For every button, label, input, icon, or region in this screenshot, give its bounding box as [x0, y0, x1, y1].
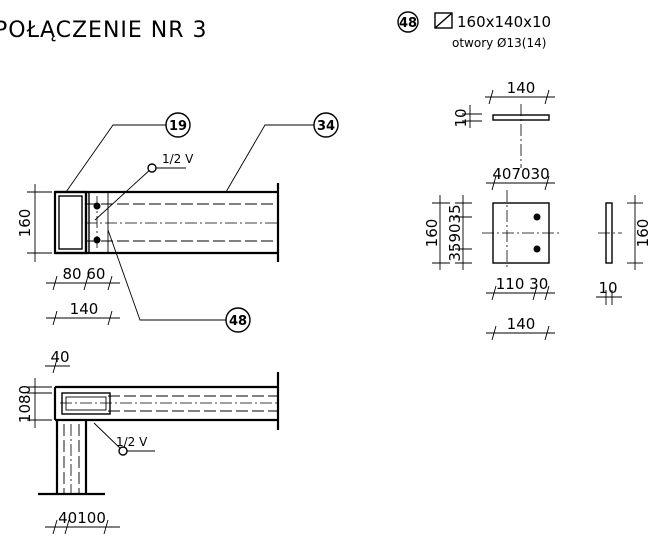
- mark-34-circle: [313, 112, 339, 138]
- plate-side-dim-thickness: 10: [598, 279, 617, 297]
- elevation-weld-label: 1/2 V: [162, 152, 194, 166]
- plate-mark-circle: [397, 11, 419, 33]
- plan-dim-10-80: 1080: [16, 385, 34, 423]
- mark-19-label: 19: [169, 119, 187, 134]
- weld-symbol: [147, 163, 157, 173]
- elevation-view: 19 34 1/2 V 48 160 80 60 140: [16, 112, 339, 333]
- plate-side-view: 160 10: [596, 195, 652, 305]
- plate-top-dim-width: 140: [507, 79, 536, 97]
- mark-19-circle: [165, 112, 191, 138]
- mark-48-circle: [225, 307, 251, 333]
- plate-dim-height: 160: [423, 219, 441, 248]
- plate-holes-text: otwory Ø13(14): [452, 36, 546, 50]
- plate-top-dim-thickness: 10: [452, 108, 470, 127]
- plate-side-dim-height: 160: [634, 219, 652, 248]
- elevation-dim-80-60: 80 60: [63, 265, 106, 283]
- plate-front-view: 407030 160 359035 110 30 140: [423, 165, 560, 341]
- plate-spec: 48 160x140x10 otwory Ø13(14): [397, 11, 551, 50]
- elevation-dim-140: 140: [70, 300, 99, 318]
- plan-dim-40: 40: [50, 348, 69, 366]
- plate-dim-bottom-width: 140: [507, 315, 536, 333]
- plate-dim-35-90-35: 359035: [446, 204, 464, 261]
- drawing-title: POŁĄCZENIE NR 3: [0, 18, 208, 43]
- plate-top-view: 140 10: [452, 79, 555, 168]
- weld-symbol: [118, 446, 128, 456]
- plate-spec-text: 160x140x10: [457, 13, 551, 31]
- plate-dim-40-70-30: 407030: [492, 165, 549, 183]
- plate-section-icon: [434, 12, 453, 29]
- plate-mark-label: 48: [399, 16, 417, 31]
- elevation-dim-height: 160: [16, 209, 34, 238]
- plan-dim-40-100: 40100: [58, 509, 106, 527]
- bolt-hole: [533, 213, 541, 221]
- mark-48-label: 48: [229, 314, 247, 329]
- plan-view: 40 1080 1/2 V 40100: [16, 348, 280, 535]
- mark-34-label: 34: [317, 119, 335, 134]
- bolt-hole: [533, 245, 541, 253]
- plate-dim-110-30: 110 30: [496, 275, 549, 293]
- plan-weld-label: 1/2 V: [116, 435, 148, 449]
